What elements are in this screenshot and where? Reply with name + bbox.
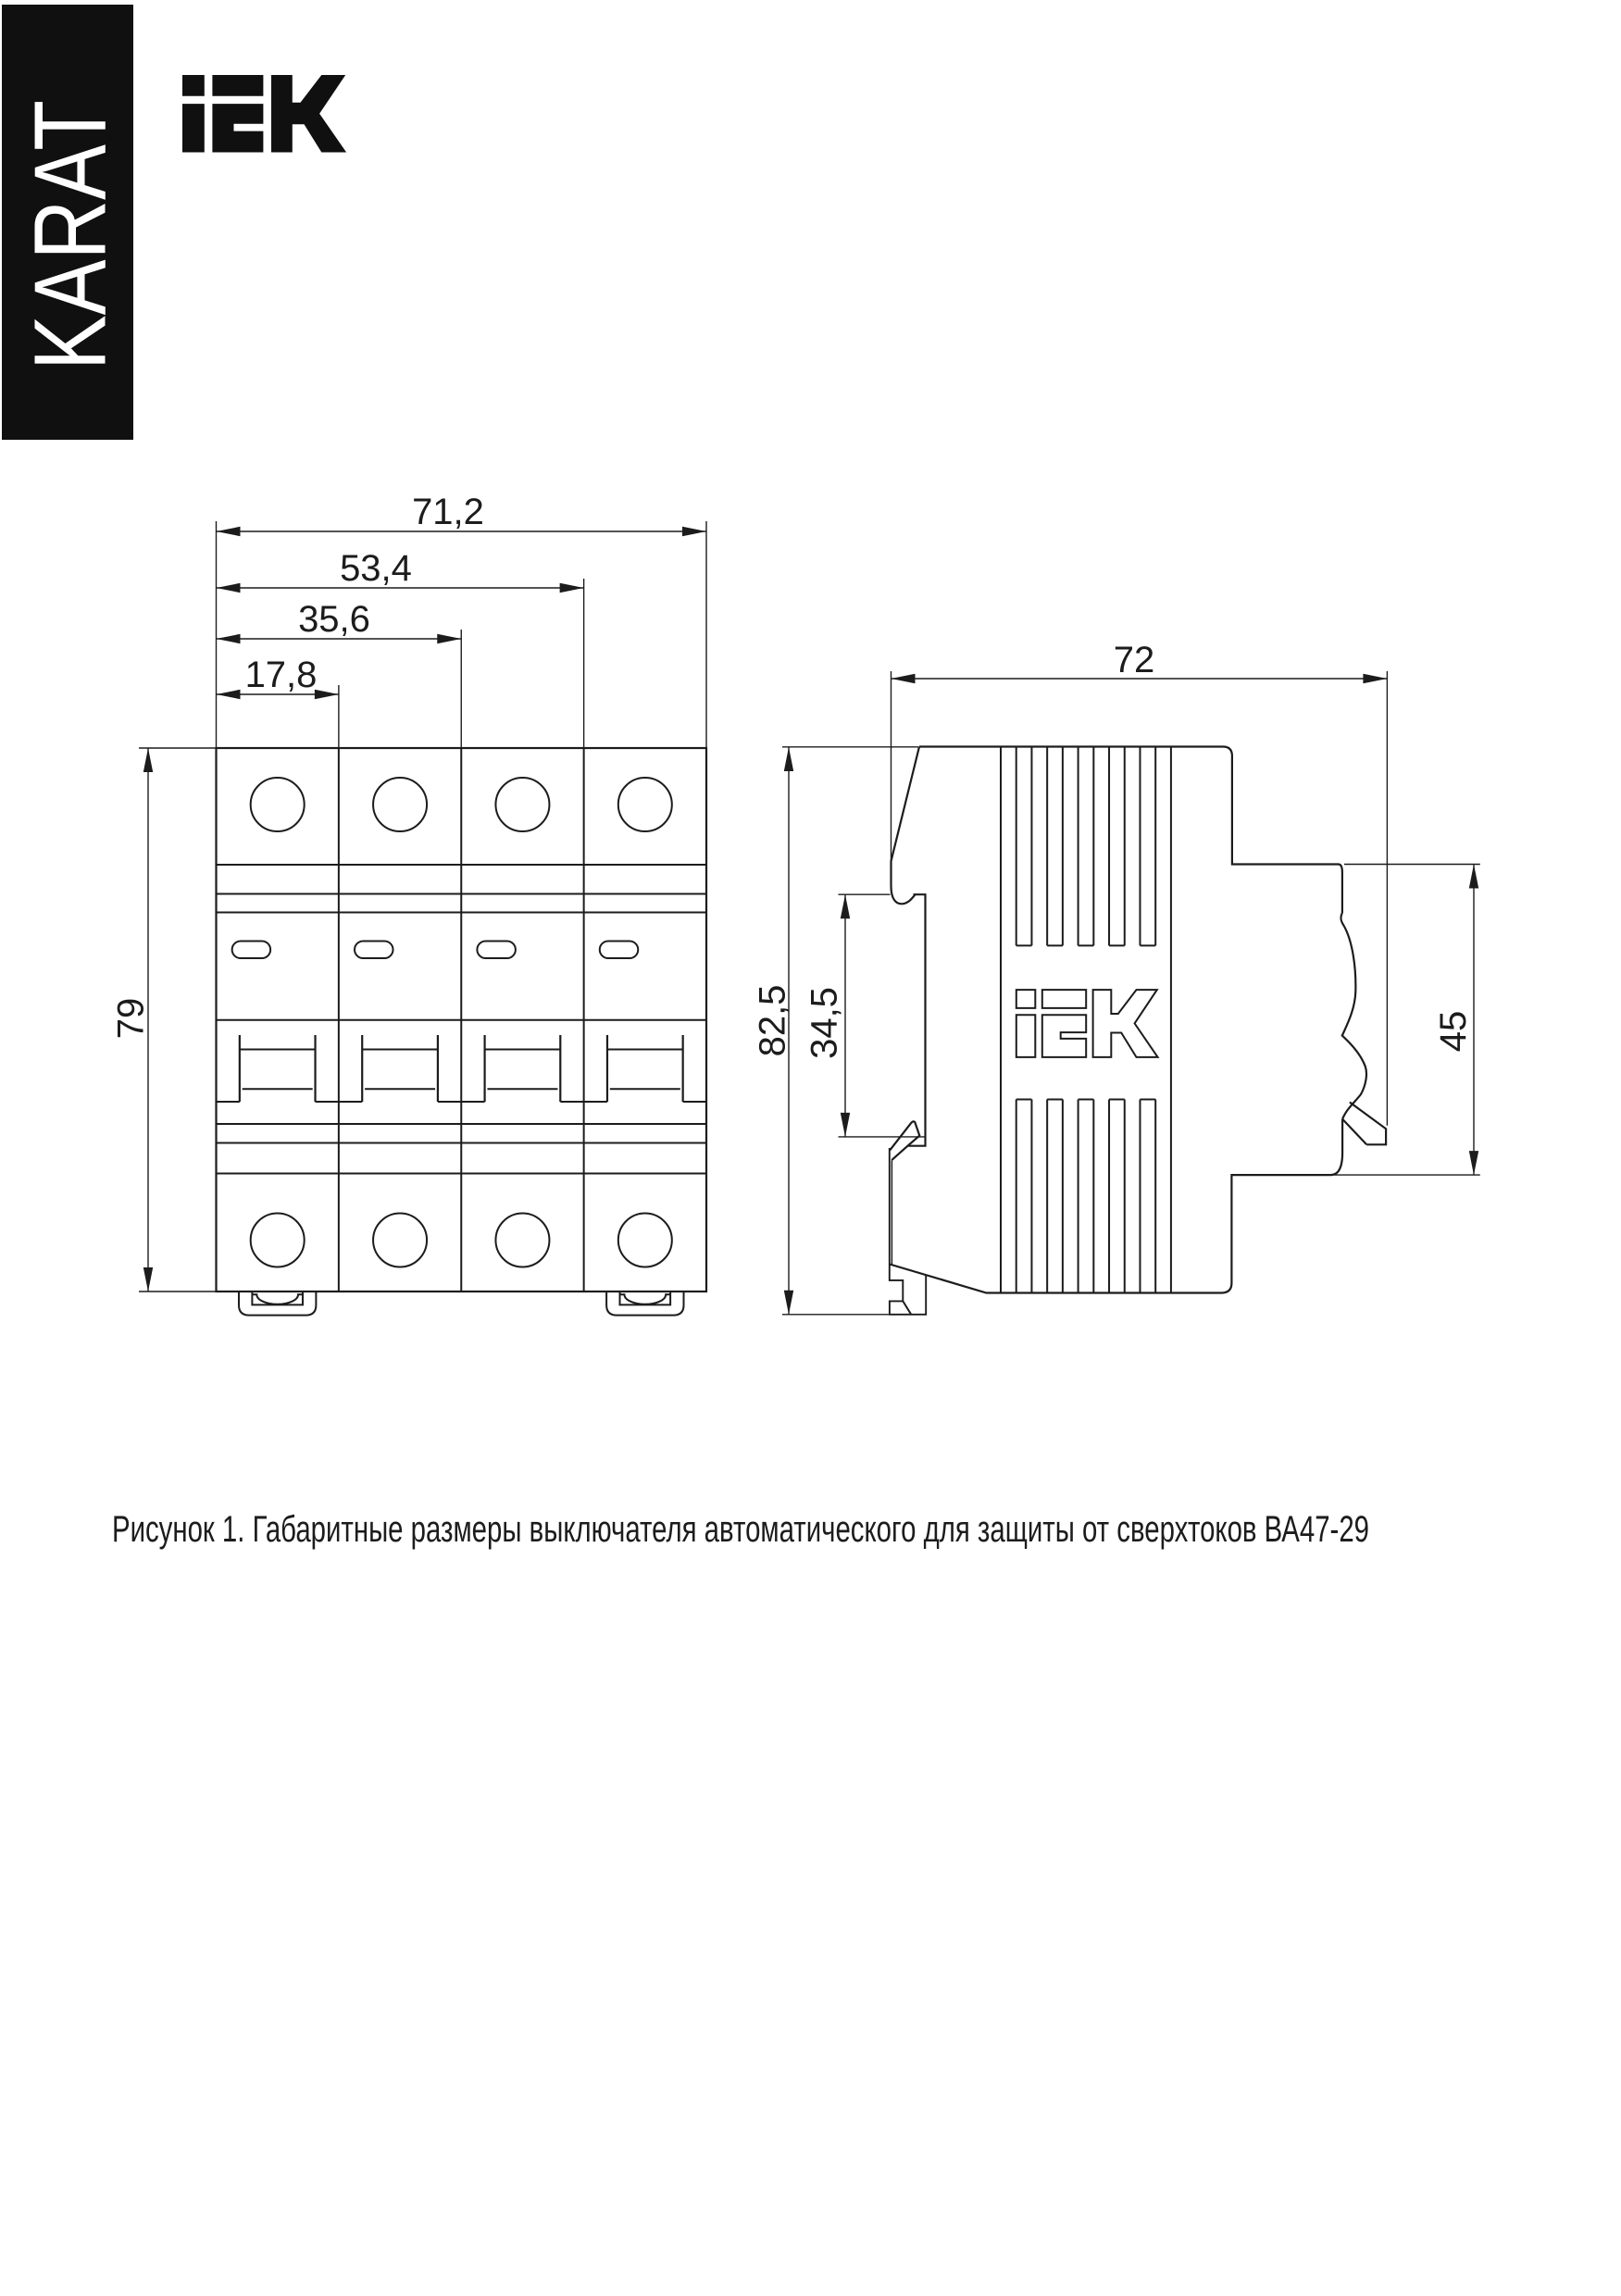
svg-text:71,2: 71,2 <box>412 492 484 532</box>
svg-text:82,5: 82,5 <box>753 985 793 1057</box>
svg-text:17,8: 17,8 <box>245 655 318 695</box>
svg-text:53,4: 53,4 <box>340 548 412 589</box>
svg-text:79: 79 <box>111 998 152 1040</box>
svg-text:72: 72 <box>1114 640 1155 680</box>
svg-text:35,6: 35,6 <box>298 599 370 640</box>
svg-text:KARAT: KARAT <box>14 100 128 370</box>
svg-text:34,5: 34,5 <box>804 987 845 1059</box>
svg-text:Рисунок 1. Габаритные размеры: Рисунок 1. Габаритные размеры выключател… <box>112 1509 1369 1550</box>
svg-text:45: 45 <box>1433 1011 1474 1053</box>
